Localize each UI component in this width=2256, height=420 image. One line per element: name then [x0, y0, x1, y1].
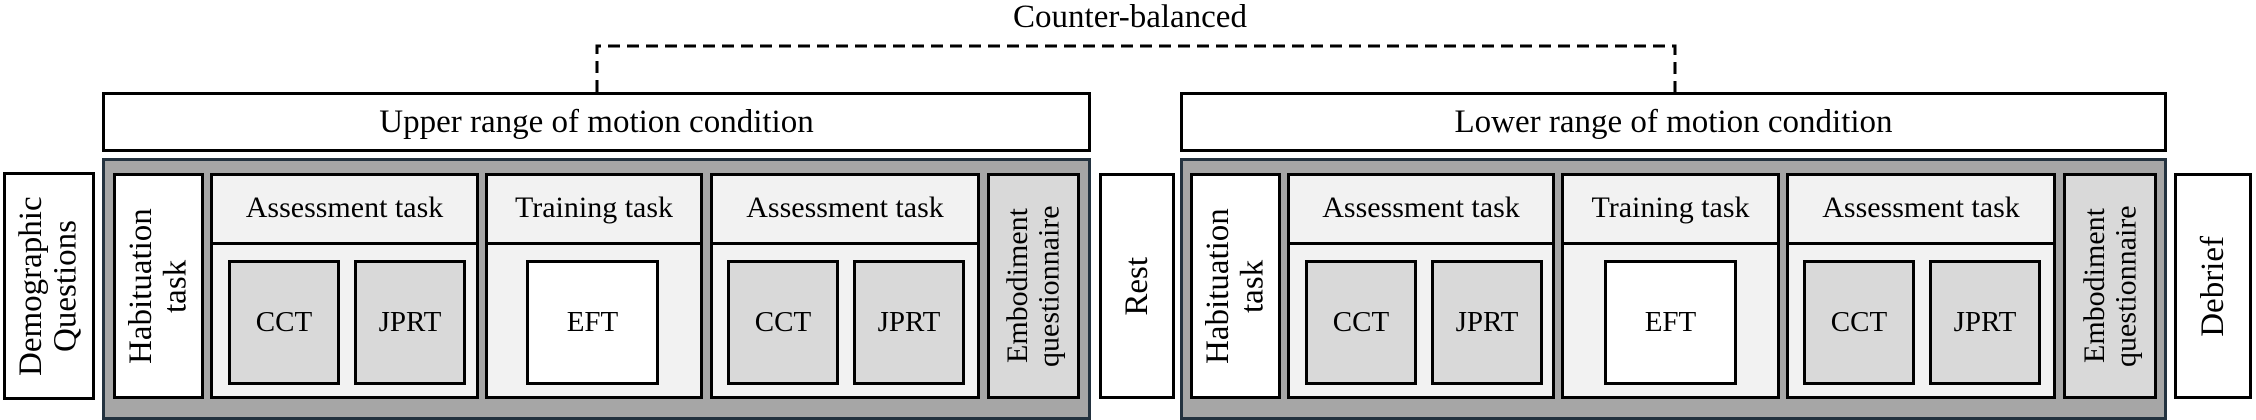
upper-embodiment-label: Embodiment questionnaire: [1001, 205, 1066, 367]
upper-condition-title: Upper range of motion condition: [102, 92, 1091, 152]
demographic-questions-label: Demographic Questions: [13, 196, 84, 376]
upper-assessment-pre-label: Assessment task: [245, 190, 444, 224]
upper-eft-box: EFT: [526, 260, 659, 385]
lower-habituation-label: Habituation task: [1199, 208, 1271, 364]
lower-post-jprt-box: JPRT: [1929, 260, 2041, 385]
divider: [1561, 242, 1780, 245]
upper-embodiment-block: Embodiment questionnaire: [987, 173, 1080, 399]
upper-pre-jprt-box: JPRT: [354, 260, 466, 385]
upper-assessment-post-label: Assessment task: [746, 190, 944, 224]
demographic-questions-block: Demographic Questions: [3, 172, 95, 400]
counterbalance-connector: [595, 44, 1677, 92]
debrief-block: Debrief: [2174, 173, 2252, 399]
upper-habituation-block: Habituation task: [113, 173, 204, 399]
lower-habituation-block: Habituation task: [1190, 173, 1281, 399]
lower-embodiment-label: Embodiment questionnaire: [2077, 205, 2143, 367]
divider: [1287, 242, 1555, 245]
lower-condition-title: Lower range of motion condition: [1180, 92, 2167, 152]
upper-post-cct-box: CCT: [727, 260, 839, 385]
divider: [1786, 242, 2056, 245]
upper-post-jprt-box: JPRT: [853, 260, 965, 385]
upper-pre-cct-box: CCT: [228, 260, 340, 385]
lower-post-cct-box: CCT: [1803, 260, 1915, 385]
debrief-label: Debrief: [2194, 235, 2231, 337]
lower-training-label: Training task: [1591, 190, 1750, 224]
divider: [210, 242, 479, 245]
lower-eft-box: EFT: [1604, 260, 1737, 385]
lower-pre-jprt-box: JPRT: [1431, 260, 1543, 385]
rest-label: Rest: [1118, 256, 1155, 316]
upper-habituation-label: Habituation task: [122, 208, 194, 364]
lower-assessment-post-label: Assessment task: [1822, 190, 2020, 224]
upper-training-label: Training task: [514, 190, 674, 224]
lower-embodiment-block: Embodiment questionnaire: [2063, 173, 2157, 399]
divider: [710, 242, 980, 245]
rest-block: Rest: [1099, 173, 1175, 399]
lower-pre-cct-box: CCT: [1305, 260, 1417, 385]
divider: [485, 242, 703, 245]
counterbalanced-label: Counter-balanced: [1013, 0, 1247, 35]
lower-assessment-pre-label: Assessment task: [1322, 190, 1520, 224]
